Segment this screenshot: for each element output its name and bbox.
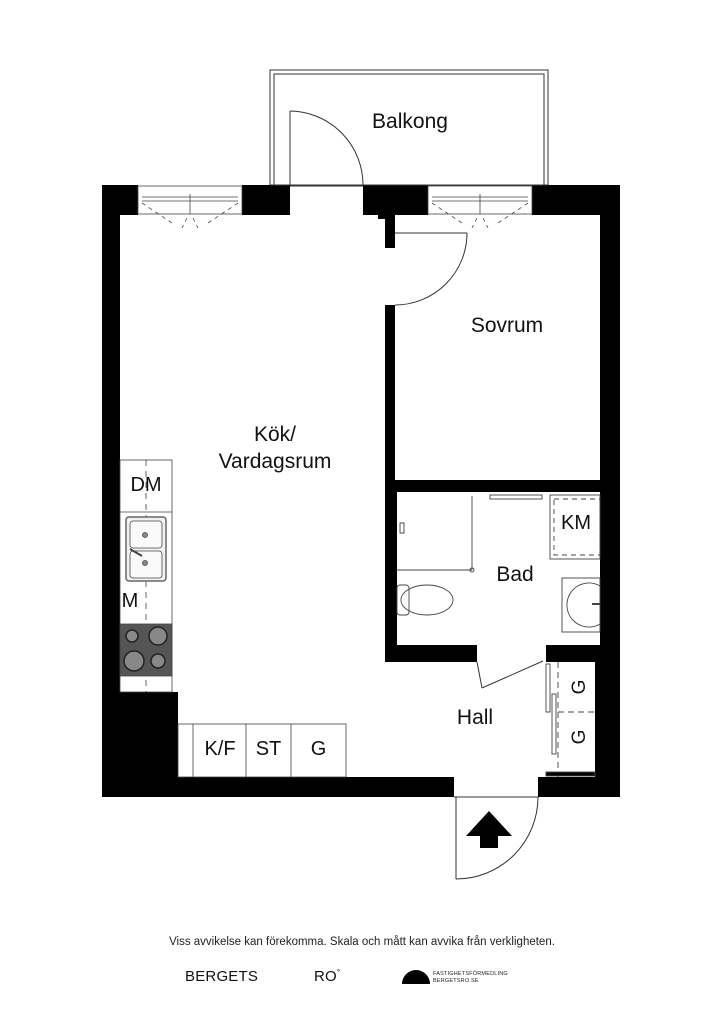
fixture-label-wardrobe-hall-top: G [569, 679, 590, 695]
room-label-bedroom: Sovrum [470, 314, 544, 337]
walls [102, 185, 620, 797]
room-label-kitchen-line1: Kök/ [253, 423, 297, 446]
fixture-label-fridge-freezer: K/F [204, 738, 236, 760]
bathroom-fixtures [396, 494, 601, 633]
fixture-label-washing-machine: KM [561, 512, 591, 534]
room-label-balcony: Balkong [372, 110, 448, 133]
disclaimer-text: Viss avvikelse kan förekomma. Skala och … [169, 936, 555, 948]
room-label-kitchen-line2: Vardagsrum [218, 450, 332, 473]
brand-logo-icon [402, 970, 430, 984]
kitchen-counter [119, 459, 173, 693]
brand-bergets: BERGETS [185, 968, 259, 985]
fixture-label-microwave: M [121, 590, 139, 612]
windows [137, 185, 533, 229]
hall-wardrobes [545, 662, 596, 777]
doors [270, 110, 548, 880]
room-label-bathroom: Bad [496, 563, 534, 586]
fixture-label-wardrobe-kitchen: G [310, 738, 327, 760]
fixture-label-dishwasher: DM [130, 474, 162, 496]
brand-line-1: FASTIGHETSFÖRMEDLING [433, 971, 508, 977]
fixture-label-wardrobe-hall-bottom: G [569, 729, 590, 745]
brand-line-2: BERGETSRO.SE [433, 978, 479, 984]
room-label-hall: Hall [456, 706, 494, 729]
brand-ro-text: RO [314, 968, 337, 985]
brand-ro: RO° [314, 968, 340, 985]
brand-ro-mark: ° [336, 968, 341, 977]
kitchen-units-bottom [177, 723, 347, 778]
entrance-arrow-icon [466, 811, 512, 848]
fixture-label-storage: ST [255, 738, 282, 760]
